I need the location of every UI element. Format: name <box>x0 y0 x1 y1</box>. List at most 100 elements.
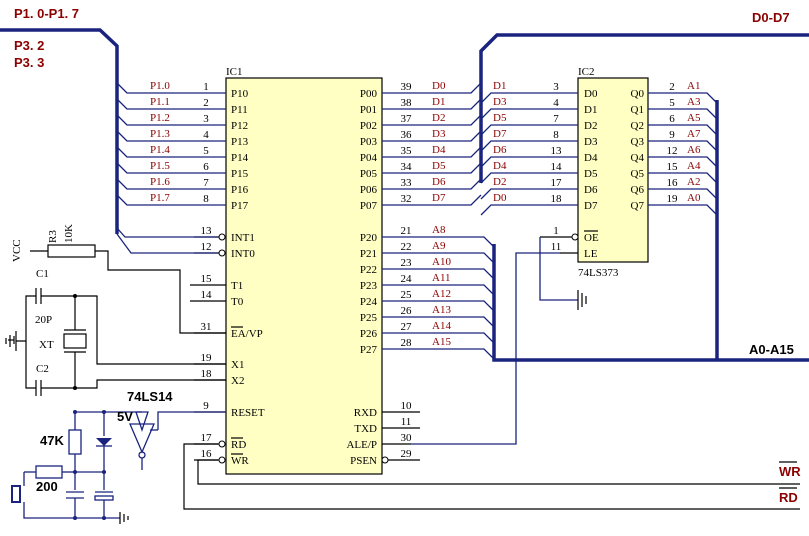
pin-name: P04 <box>360 152 378 164</box>
data-wire <box>480 140 578 152</box>
c2-label: C2 <box>36 363 49 375</box>
pin-number: 17 <box>551 177 563 189</box>
net-label: D3 <box>493 96 507 108</box>
ic1-designator: IC1 <box>226 66 243 78</box>
pin-name: P25 <box>360 312 378 324</box>
pin-number: 3 <box>203 113 209 125</box>
ale-le-wire <box>411 252 560 445</box>
pin-name: P17 <box>231 200 249 212</box>
pin-number: 23 <box>401 257 413 269</box>
pin-number: 12 <box>667 145 678 157</box>
data-wire <box>382 162 482 174</box>
pin-name: RXD <box>354 407 377 419</box>
addr-wire <box>382 316 495 328</box>
net-label: A12 <box>432 288 451 300</box>
data-wire <box>480 156 578 168</box>
pin-name: X2 <box>231 375 244 387</box>
pin-name: P16 <box>231 184 249 196</box>
data-wire <box>382 98 482 110</box>
oe-ground-wire <box>539 237 578 301</box>
pin-name: P11 <box>231 104 248 116</box>
addr-wire <box>382 236 495 248</box>
pin-number: 8 <box>203 193 209 205</box>
pin-number: 16 <box>201 448 213 460</box>
inverter-bubble <box>218 233 226 241</box>
pin-name: INT1 <box>231 232 255 244</box>
net-label: D4 <box>493 160 507 172</box>
net-label: P1.4 <box>150 144 170 156</box>
net-label: P1.6 <box>150 176 170 188</box>
ic2-designator: IC2 <box>578 66 595 78</box>
pin-name: Q0 <box>631 88 645 100</box>
pin-name: RESET <box>231 407 265 419</box>
pin-number: 25 <box>401 289 413 301</box>
net-label: A5 <box>687 112 701 124</box>
pin-name: P15 <box>231 168 249 180</box>
pin-name: P13 <box>231 136 249 148</box>
addr-wire <box>648 140 718 152</box>
pin-number: 32 <box>401 193 412 205</box>
pin-name: P12 <box>231 120 248 132</box>
net-label: A1 <box>687 80 700 92</box>
data-wire <box>480 188 578 200</box>
inverter-bubble <box>218 440 226 448</box>
net-label: A8 <box>432 224 446 236</box>
ic1-right-pins: 39P00D038P01D137P02D236P03D335P04D434P05… <box>346 80 495 467</box>
pin-number: 3 <box>553 81 559 93</box>
pin-number: 22 <box>401 241 412 253</box>
pin-number: 37 <box>401 113 413 125</box>
int0-wire <box>116 233 218 254</box>
net-label: A11 <box>432 272 451 284</box>
ic1-body <box>225 77 383 475</box>
pin-number: 36 <box>401 129 413 141</box>
pin-name: D0 <box>584 88 598 100</box>
data-wire <box>480 108 578 120</box>
net-label: P1.3 <box>150 128 170 140</box>
pin-number: 30 <box>401 432 413 444</box>
net-label: P1.7 <box>150 192 170 204</box>
pin-name: D2 <box>584 120 597 132</box>
pin-number: 18 <box>551 193 563 205</box>
data-bus <box>479 33 809 183</box>
net-label: D6 <box>432 176 446 188</box>
pin-name: RD <box>231 439 246 451</box>
p1-wire <box>116 178 226 190</box>
pin-name: ALE/P <box>346 439 377 451</box>
ground-symbol-ic2 <box>577 290 587 310</box>
p1-wire <box>116 98 226 110</box>
pin-number: 16 <box>667 177 679 189</box>
pin-name: D3 <box>584 136 598 148</box>
pin-name: P26 <box>360 328 378 340</box>
pin-number: 5 <box>669 97 675 109</box>
data-wire <box>382 130 482 142</box>
pin-number: 12 <box>201 241 212 253</box>
p1-wire <box>116 130 226 142</box>
p1-wire <box>116 162 226 174</box>
r200-label: 200 <box>36 479 58 494</box>
net-label: D7 <box>432 192 446 204</box>
pin-name: T1 <box>231 280 243 292</box>
data-wire <box>382 82 482 94</box>
net-label: D1 <box>493 80 506 92</box>
pin-name: WR <box>231 455 249 467</box>
